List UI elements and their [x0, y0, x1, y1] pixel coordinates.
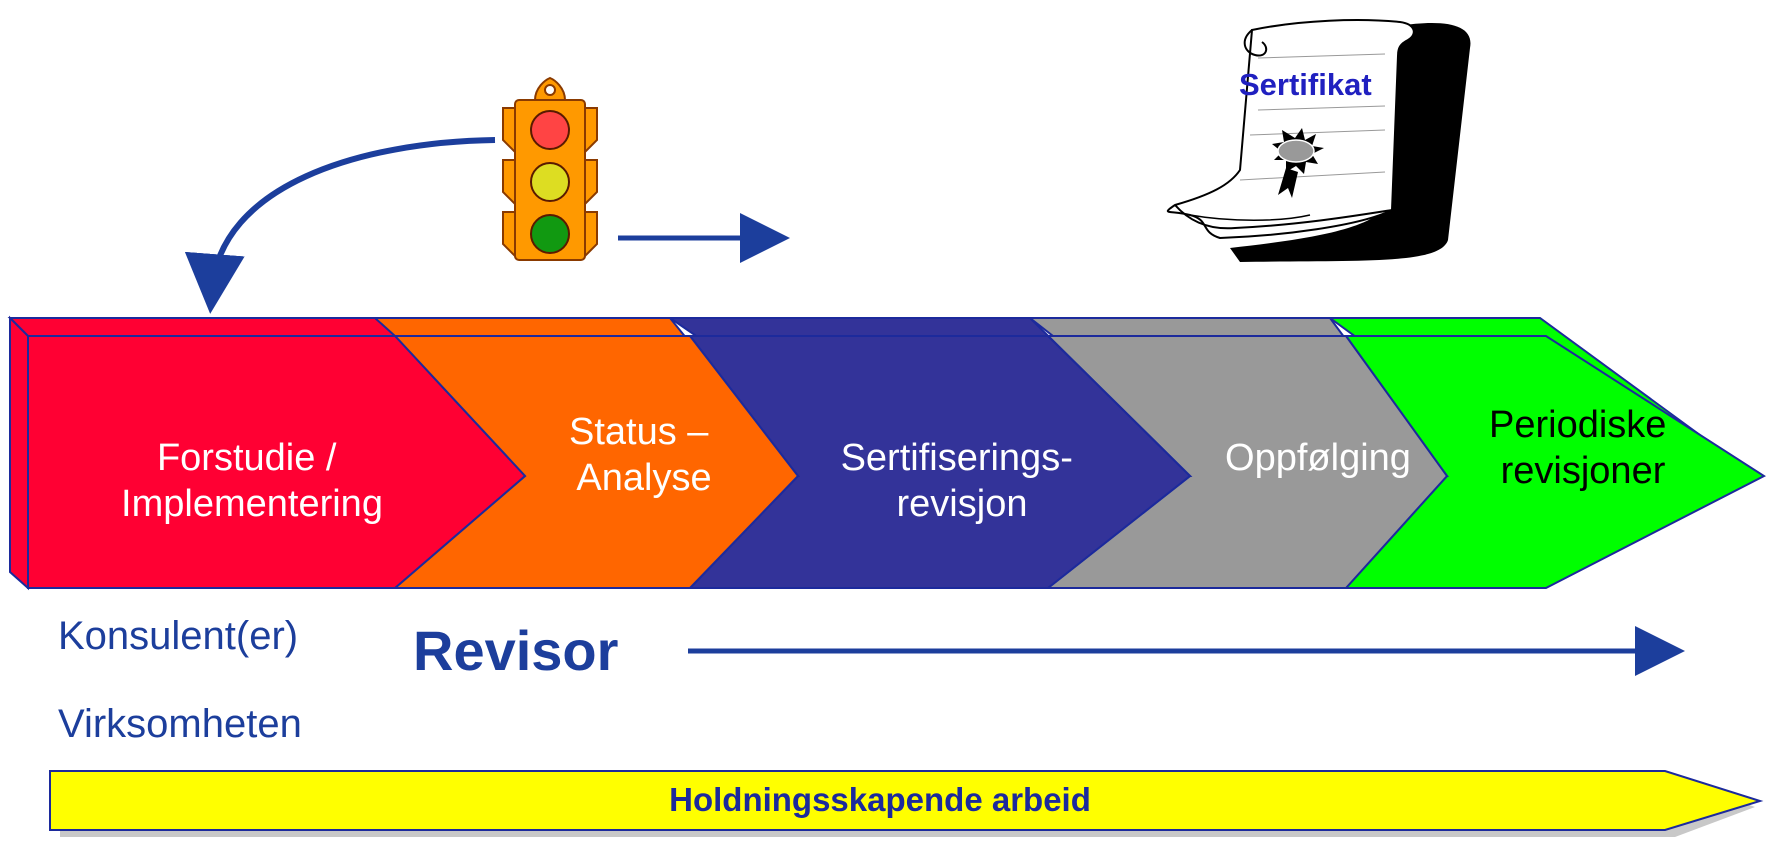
stage-label-sertifisering: Sertifiserings- revisjon [841, 437, 1084, 525]
revisor-label: Revisor [413, 619, 619, 682]
stage-label-oppfolging: Oppfølging [1225, 437, 1411, 479]
virksomheten-label: Virksomheten [58, 702, 302, 746]
certificate-scroll-icon: Sertifikat [1166, 19, 1471, 262]
traffic-light-icon [502, 76, 598, 261]
seal-icon [1272, 128, 1324, 198]
konsulent-label: Konsulent(er) [58, 614, 299, 658]
holdning-banner: Holdningsskapende arbeid [49, 770, 1764, 837]
stage-label-status: Status – Analyse [569, 411, 719, 499]
stage-label-forstudie: Forstudie / Implementering [121, 437, 383, 525]
stage-label-periodiske: Periodiske revisjoner [1489, 404, 1677, 492]
holdning-label: Holdningsskapende arbeid [669, 781, 1091, 818]
process-chevrons [7, 315, 1766, 591]
certificate-label: Sertifikat [1239, 67, 1372, 102]
curved-arrow-icon [184, 137, 496, 314]
